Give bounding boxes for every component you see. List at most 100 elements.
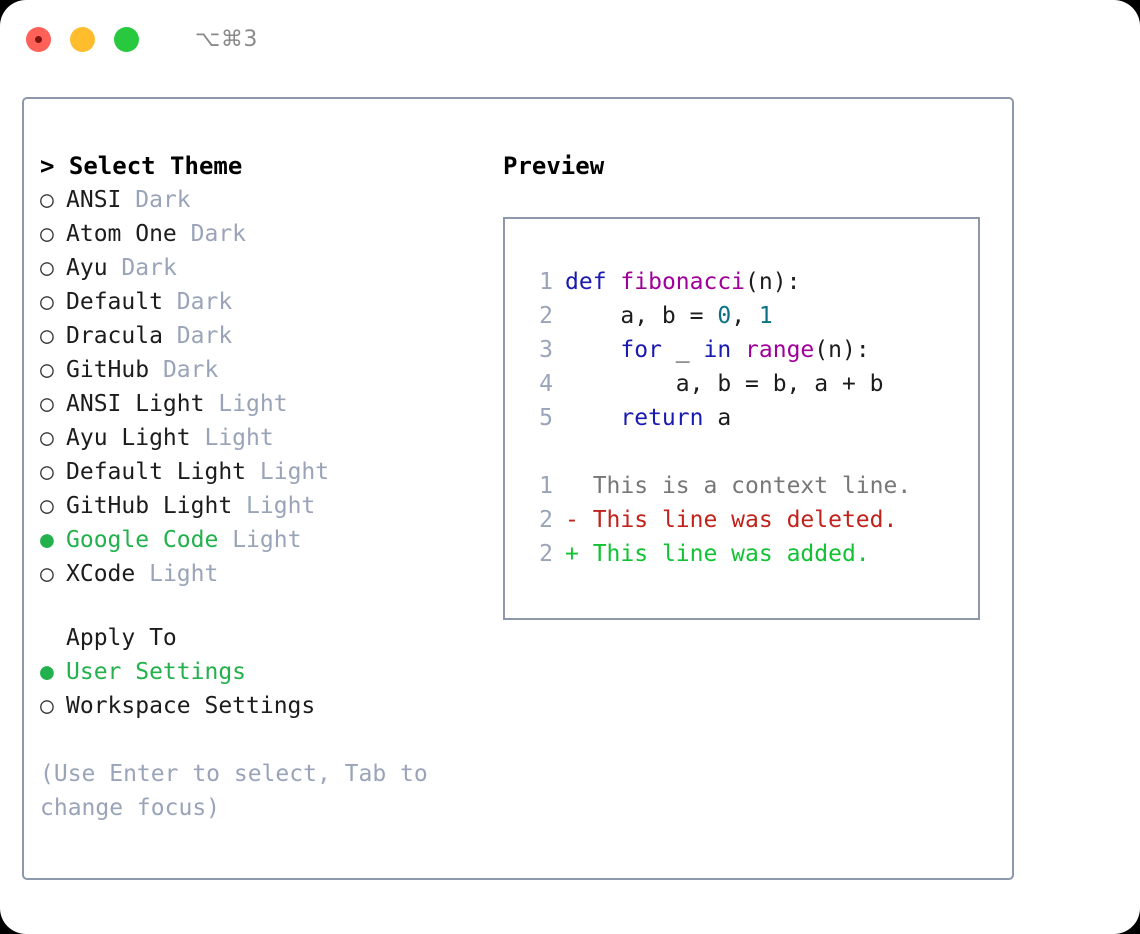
radio-unselected-icon: ○ [40, 357, 54, 383]
theme-variant-tag: Light [149, 561, 219, 587]
theme-list-item-label: ANSI Light [66, 391, 205, 417]
theme-list-item[interactable]: ○ ANSI Light Light [40, 387, 490, 421]
maximize-button-icon[interactable] [114, 26, 139, 52]
theme-list-item-label: Dracula [66, 323, 163, 349]
theme-list-item[interactable]: ○ XCode Light [40, 557, 490, 591]
radio-unselected-icon: ○ [40, 255, 54, 281]
radio-unselected-icon: ○ [40, 187, 54, 213]
code-token: fibonacci [620, 269, 746, 295]
theme-variant-tag: Dark [135, 187, 191, 213]
code-token: a [703, 405, 732, 431]
line-number: 2 [539, 303, 553, 329]
theme-variant-tag: Light [218, 391, 288, 417]
apply-to-item-label: Workspace Settings [66, 693, 316, 719]
theme-variant-tag: Dark [162, 357, 219, 383]
theme-variant-tag: Light [246, 493, 316, 519]
theme-variant-tag: Dark [190, 221, 247, 247]
code-line: 3 for _ in range(n): [523, 333, 978, 367]
minimize-button-icon[interactable] [70, 26, 95, 52]
preview-title: Preview [503, 152, 605, 180]
code-token: def [565, 269, 607, 295]
line-number: 2 [539, 541, 553, 567]
code-diff-spacer [523, 435, 978, 469]
apply-to-list: ● User Settings ○ Workspace Settings [40, 655, 490, 723]
code-token: (n): [745, 269, 801, 295]
theme-list-item-label: Default Light [66, 459, 247, 485]
code-token [731, 337, 745, 363]
theme-list-item[interactable]: ○ GitHub Light Light [40, 489, 490, 523]
theme-variant-tag: Light [204, 425, 274, 451]
theme-list-item[interactable]: ○GitHub Dark [40, 353, 490, 387]
theme-list-item[interactable]: ○Default Light Light [40, 455, 490, 489]
radio-unselected-icon: ○ [40, 693, 54, 719]
line-number: 2 [539, 507, 553, 533]
theme-list-item-label: Default [66, 289, 163, 315]
diff-line: 1 This is a context line. [523, 469, 978, 503]
window-controls [26, 26, 139, 52]
code-token: range [745, 337, 815, 363]
line-number: 1 [539, 473, 553, 499]
theme-variant-tag: Dark [121, 255, 177, 281]
radio-unselected-icon: ○ [40, 323, 54, 349]
line-number: 1 [539, 269, 553, 295]
theme-list-item[interactable]: ○Ayu Light Light [40, 421, 490, 455]
close-button-icon[interactable] [26, 26, 51, 52]
code-token: return [620, 405, 704, 431]
theme-list-item[interactable]: ○ Ayu Dark [40, 251, 490, 285]
title-bar: ⌥⌘3 [0, 0, 1140, 78]
code-token [607, 269, 621, 295]
radio-unselected-icon: ○ [40, 425, 54, 451]
code-line: 5 return a [523, 401, 978, 435]
line-number: 4 [539, 371, 553, 397]
theme-variant-tag: Light [232, 527, 302, 553]
apply-to-item[interactable]: ● User Settings [40, 655, 490, 689]
theme-list-item-label: Atom One [66, 221, 177, 247]
line-number: 5 [539, 405, 553, 431]
radio-unselected-icon: ○ [40, 391, 54, 417]
theme-list-item-label: XCode [66, 561, 136, 587]
theme-list-item-label: Google Code [66, 527, 219, 553]
radio-unselected-icon: ○ [40, 493, 54, 519]
radio-selected-icon: ● [40, 527, 54, 553]
code-sample: 1 def fibonacci(n): 2 a, b = 0, 1 3 for _ i… [523, 265, 978, 435]
apply-to-item-label: User Settings [66, 659, 247, 685]
diff-marker [565, 473, 593, 499]
theme-picker-heading-label: Select Theme [68, 152, 243, 180]
code-token: , [731, 303, 759, 329]
diff-sample: 1 This is a context line.2- This line wa… [523, 469, 978, 571]
code-token: 0 [717, 303, 732, 329]
apply-to-item[interactable]: ○ Workspace Settings [40, 689, 490, 723]
diff-line: 2- This line was deleted. [523, 503, 978, 537]
code-token: in [703, 337, 732, 363]
theme-list-item-label: Ayu [66, 255, 108, 281]
theme-list-item[interactable]: ○ ANSI Dark [40, 183, 490, 217]
theme-picker-column: > Select Theme ○ANSI Dark○Atom One Dark○… [40, 149, 490, 825]
line-number: 3 [539, 337, 553, 363]
code-token: _ [661, 337, 704, 363]
theme-variant-tag: Dark [176, 323, 233, 349]
code-token: (n): [814, 337, 870, 363]
main-panel: > Select Theme ○ANSI Dark○Atom One Dark○… [22, 97, 1014, 880]
code-line: 4 a, b = b, a + b [523, 367, 978, 401]
theme-list-item[interactable]: ● Google Code Light [40, 523, 490, 557]
theme-list-item-label: ANSI [66, 187, 122, 213]
theme-list-item[interactable]: ○Default Dark [40, 285, 490, 319]
diff-line: 2 + This line was added. [523, 537, 978, 571]
code-line: 1 def fibonacci(n): [523, 265, 978, 299]
diff-marker: + [565, 541, 593, 567]
code-token: a, b = b, a + b [565, 371, 884, 397]
code-token [565, 337, 620, 363]
theme-list-item[interactable]: ○ Atom One Dark [40, 217, 490, 251]
theme-list-item[interactable]: ○ Dracula Dark [40, 319, 490, 353]
theme-list-item-label: GitHub Light [66, 493, 233, 519]
code-token: a, b = [565, 303, 718, 329]
radio-unselected-icon: ○ [40, 561, 54, 587]
diff-line-text: This line was added. [592, 541, 870, 567]
radio-selected-icon: ● [40, 659, 54, 685]
radio-unselected-icon: ○ [40, 221, 54, 247]
theme-variant-tag: Light [259, 459, 330, 485]
theme-list: ○ANSI Dark○Atom One Dark○Ayu Dark○Defaul… [40, 183, 490, 591]
